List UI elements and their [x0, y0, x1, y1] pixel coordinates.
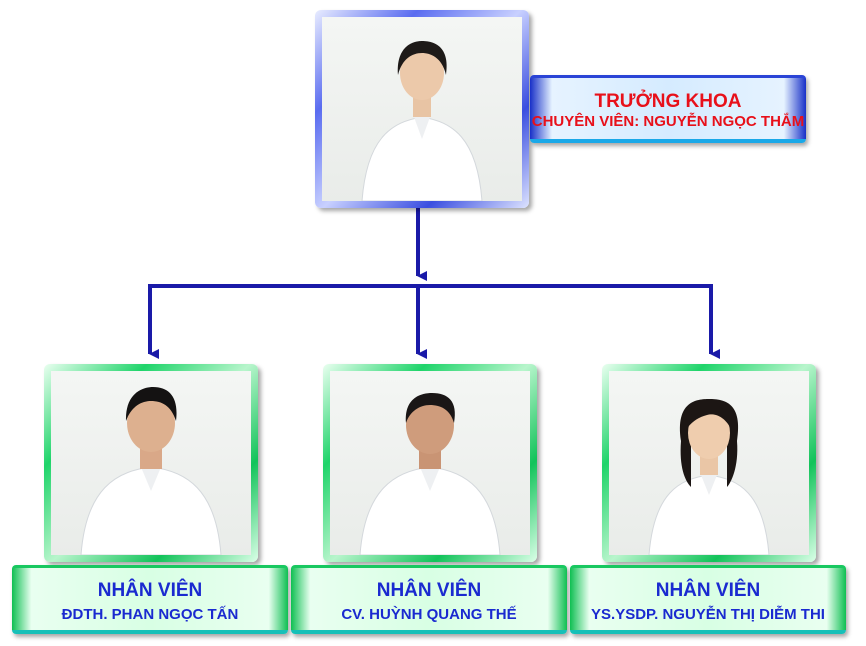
person-male-icon [80, 387, 222, 555]
head-title: TRƯỞNG KHOA [594, 91, 742, 112]
person-male-icon [359, 393, 501, 555]
staff-3-title-box: NHÂN VIÊN YS.YSDP. NGUYỄN THỊ DIỄM THI [570, 565, 846, 634]
head-title-box: TRƯỞNG KHOA CHUYÊN VIÊN: NGUYỄN NGỌC THẮ… [530, 75, 806, 143]
staff-3-photo-frame [602, 364, 816, 562]
staff-1-title: NHÂN VIÊN [97, 580, 203, 601]
head-photo [322, 17, 522, 201]
staff-1-photo [51, 371, 251, 555]
staff-1-title-box: NHÂN VIÊN ĐDTH. PHAN NGỌC TẤN [12, 565, 288, 634]
staff-3-photo [609, 371, 809, 555]
staff-2-title-box: NHÂN VIÊN CV. HUỲNH QUANG THẾ [291, 565, 567, 634]
person-female-icon [361, 41, 483, 201]
staff-3-subtitle: YS.YSDP. NGUYỄN THỊ DIỄM THI [591, 606, 825, 623]
person-female-icon [648, 399, 770, 555]
staff-2-subtitle: CV. HUỲNH QUANG THẾ [341, 606, 517, 623]
head-photo-frame [315, 10, 529, 208]
staff-2-photo [330, 371, 530, 555]
staff-2-photo-frame [323, 364, 537, 562]
staff-3-title: NHÂN VIÊN [655, 580, 761, 601]
staff-1-photo-frame [44, 364, 258, 562]
head-subtitle: CHUYÊN VIÊN: NGUYỄN NGỌC THẮM [531, 113, 805, 130]
staff-1-subtitle: ĐDTH. PHAN NGỌC TẤN [61, 606, 239, 623]
staff-2-title: NHÂN VIÊN [376, 580, 482, 601]
